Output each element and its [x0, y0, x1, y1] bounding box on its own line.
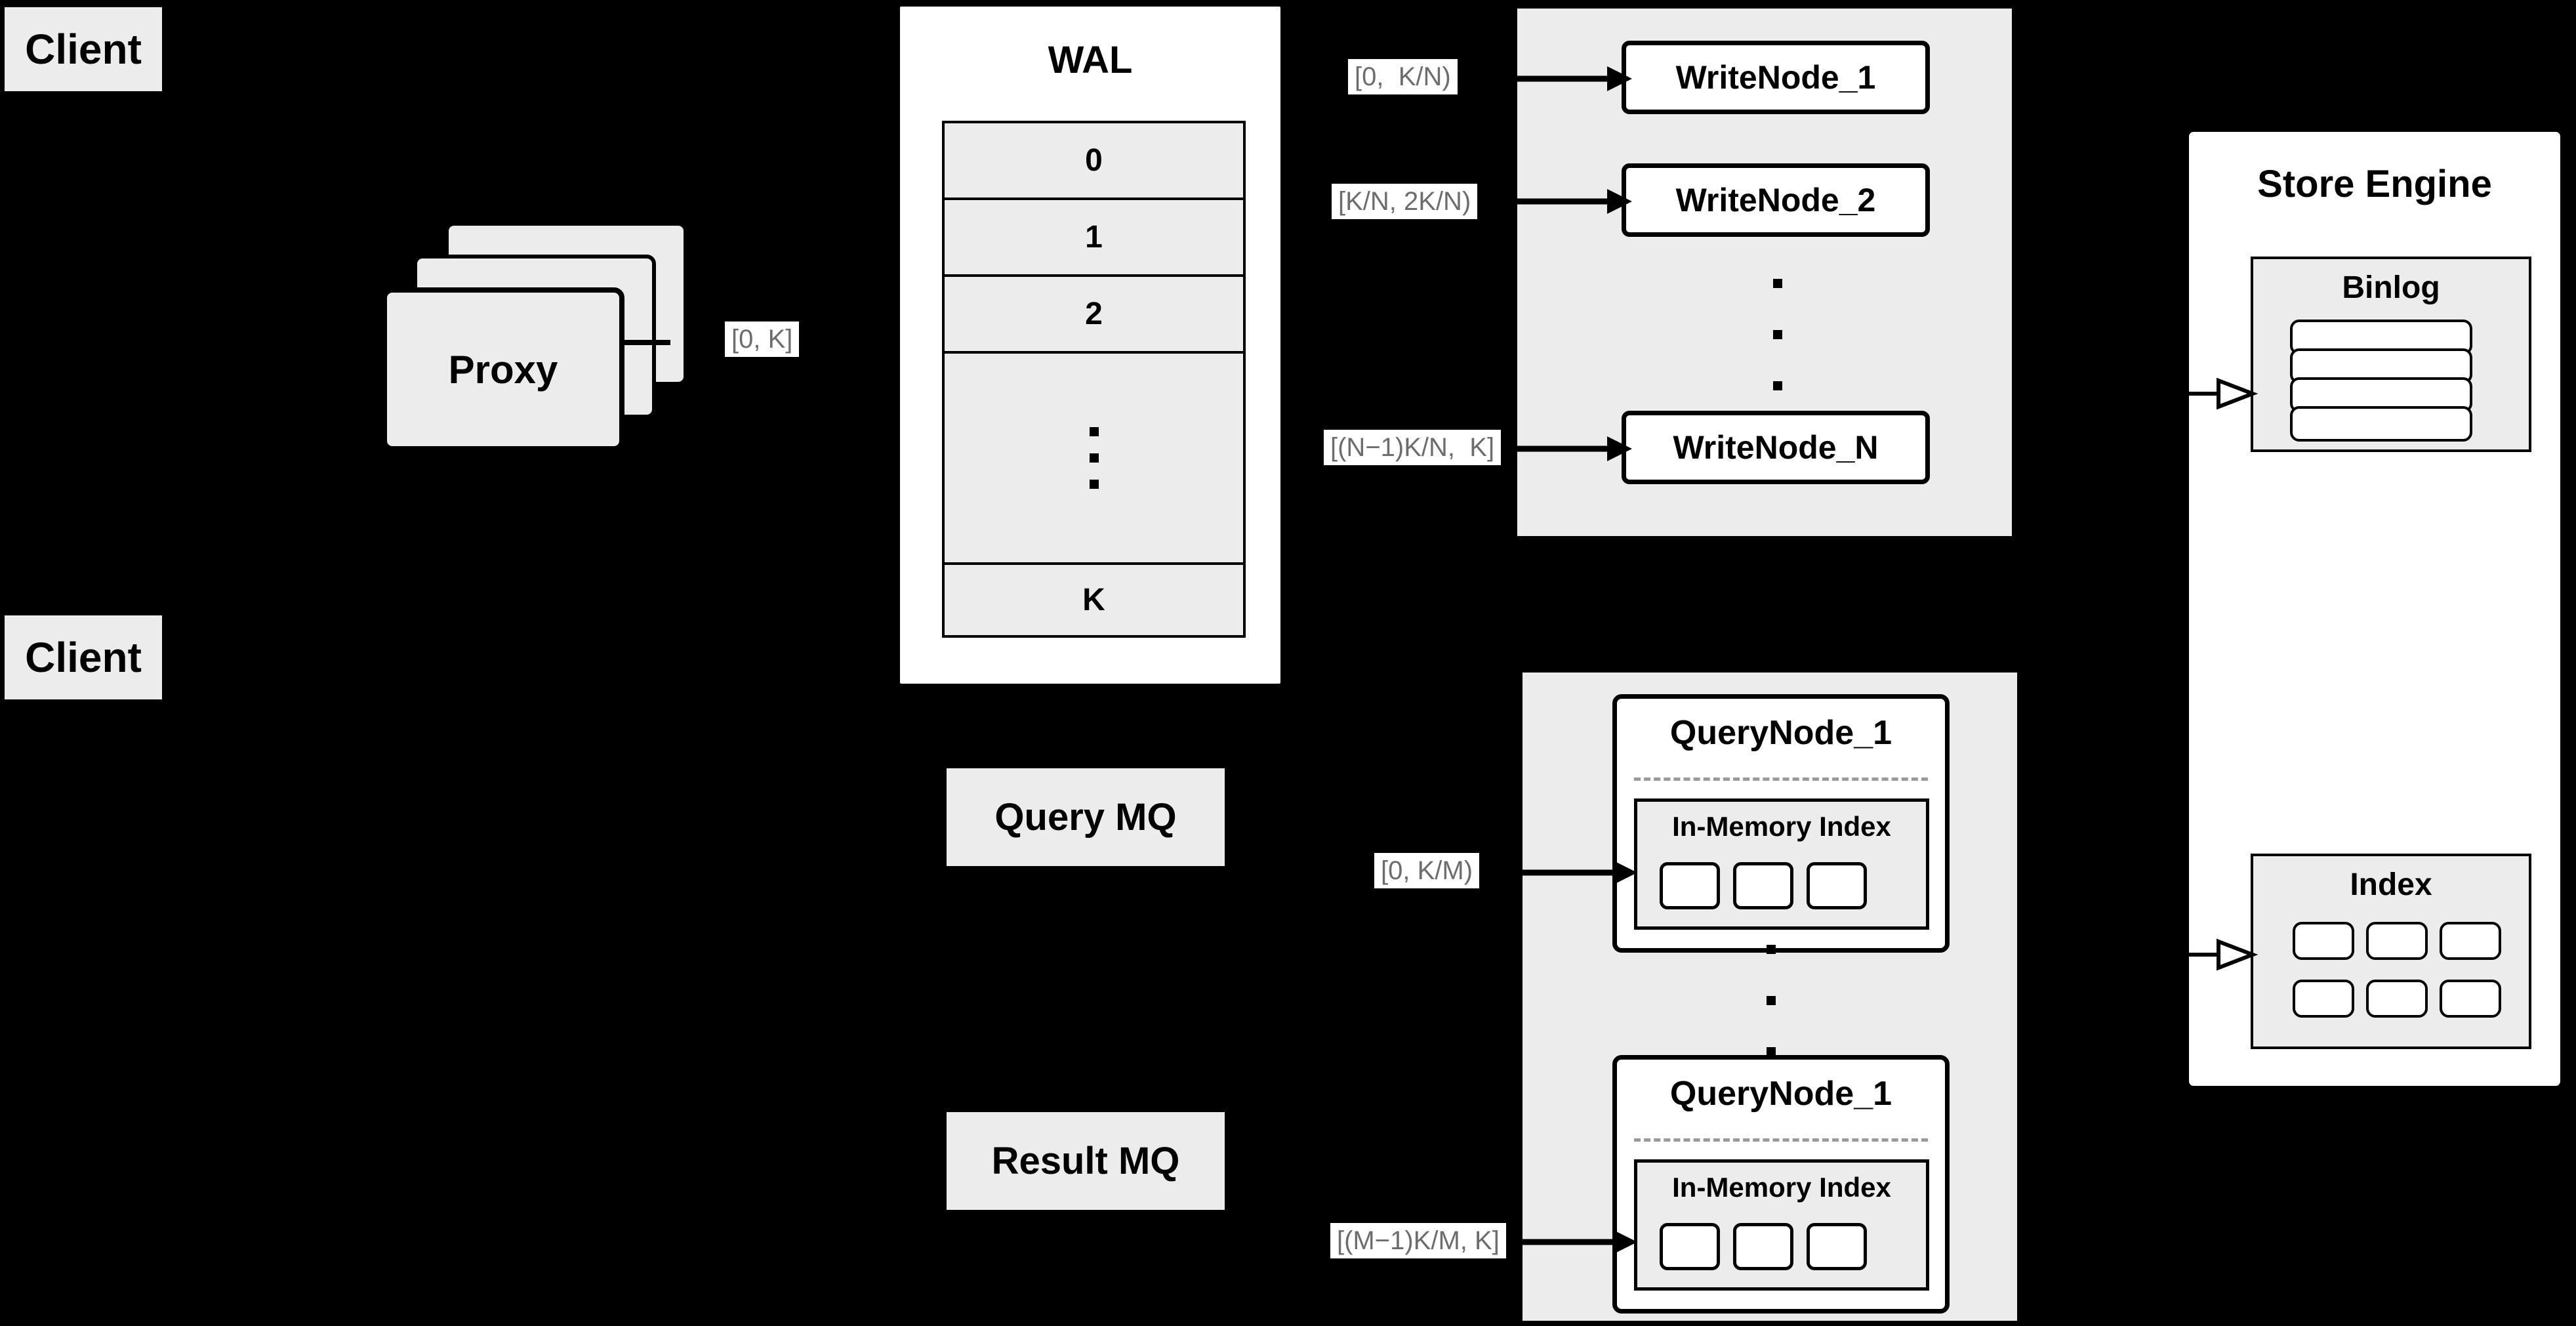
index-cell — [1733, 1223, 1793, 1270]
in-memory-index-title: In-Memory Index — [1672, 811, 1891, 842]
in-memory-index-panel: In-Memory Index — [1634, 798, 1929, 930]
index-cell — [2293, 922, 2354, 960]
write-node-1-range-label: [0, K/N) — [1348, 59, 1458, 94]
query-node-2: QueryNode_1 In-Memory Index — [1612, 1055, 1950, 1314]
index-cell — [2440, 980, 2501, 1018]
index-cell — [1660, 1223, 1720, 1270]
arrow-to-query-node-1 — [1521, 860, 1637, 885]
client-label: Client — [25, 26, 142, 73]
arrow-to-index — [2184, 938, 2259, 971]
proxy-output-stub — [624, 340, 670, 345]
query-node-2-range-label: [(M−1)K/M, K] — [1330, 1223, 1506, 1258]
query-node-1-range-label: [0, K/M) — [1374, 853, 1480, 888]
write-node-label: WriteNode_1 — [1675, 59, 1876, 96]
index-cell — [1660, 862, 1720, 909]
proxy-range-label: [0, K] — [725, 321, 800, 357]
client-box-1: Client — [3, 5, 164, 93]
write-node-label: WriteNode_2 — [1675, 182, 1876, 218]
wal-row: 2 — [945, 277, 1243, 354]
index-cell — [2440, 922, 2501, 960]
write-node-n: WriteNode_N — [1622, 411, 1930, 484]
client-label: Client — [25, 634, 142, 681]
ellipsis-dot — [1773, 381, 1782, 390]
query-node-label: QueryNode_1 — [1669, 714, 1892, 752]
write-node-label: WriteNode_N — [1673, 429, 1879, 466]
wal-entry-table: 0 1 2 K — [942, 121, 1246, 638]
binlog-title: Binlog — [2342, 270, 2440, 305]
result-mq-label: Result MQ — [991, 1140, 1180, 1182]
write-cluster-ellipsis — [1771, 279, 1784, 390]
index-cell — [2366, 980, 2428, 1018]
index-panel: Index — [2251, 854, 2531, 1049]
ellipsis-dot — [1773, 279, 1782, 288]
index-cell — [1733, 862, 1793, 909]
in-memory-index-title: In-Memory Index — [1672, 1172, 1891, 1203]
arrow-to-write-node-n — [1515, 436, 1632, 461]
ellipsis-dot — [1089, 480, 1099, 489]
arrow-to-query-node-2 — [1521, 1230, 1637, 1254]
wal-row: 0 — [945, 123, 1243, 201]
query-node-label: QueryNode_1 — [1669, 1075, 1892, 1113]
in-memory-index-panel: In-Memory Index — [1634, 1159, 1929, 1291]
arrow-to-write-node-1 — [1515, 66, 1632, 91]
index-cell — [2366, 922, 2428, 960]
store-engine-title: Store Engine — [2257, 163, 2492, 205]
arrow-to-binlog — [2184, 377, 2259, 410]
proxy-label: Proxy — [448, 347, 558, 392]
store-engine-panel: Store Engine Binlog Index — [2184, 127, 2565, 1090]
ellipsis-dot — [1773, 330, 1782, 339]
ellipsis-dot — [1089, 453, 1099, 463]
result-mq-box: Result MQ — [945, 1110, 1227, 1212]
index-cell — [1807, 862, 1867, 909]
write-node-2-range-label: [K/N, 2K/N) — [1332, 184, 1478, 219]
query-cluster-ellipsis — [1765, 945, 1778, 1056]
query-node-separator — [1634, 1138, 1928, 1142]
ellipsis-dot — [1089, 427, 1099, 437]
binlog-panel: Binlog — [2251, 257, 2531, 452]
index-cell — [2293, 980, 2354, 1018]
proxy-card-front: Proxy — [382, 287, 624, 451]
arrow-to-write-node-2 — [1515, 189, 1632, 214]
write-node-n-range-label: [(N−1)K/N, K] — [1324, 430, 1502, 465]
wal-row-ellipsis — [945, 354, 1243, 565]
wal-panel: WAL 0 1 2 K — [897, 4, 1283, 686]
wal-row: K — [945, 564, 1243, 635]
query-node-separator — [1634, 777, 1928, 781]
ellipsis-dot — [1767, 1047, 1776, 1056]
index-title: Index — [2350, 867, 2432, 902]
query-mq-box: Query MQ — [945, 766, 1227, 868]
client-box-2: Client — [3, 613, 164, 701]
write-node-1: WriteNode_1 — [1622, 41, 1930, 114]
ellipsis-dot — [1767, 996, 1776, 1005]
index-cell — [1807, 1223, 1867, 1270]
write-node-2: WriteNode_2 — [1622, 163, 1930, 237]
query-node-1: QueryNode_1 In-Memory Index — [1612, 694, 1950, 953]
query-mq-label: Query MQ — [994, 796, 1177, 839]
wal-title: WAL — [1048, 39, 1133, 81]
ellipsis-dot — [1767, 945, 1776, 954]
binlog-bar — [2290, 406, 2472, 442]
wal-row: 1 — [945, 200, 1243, 278]
